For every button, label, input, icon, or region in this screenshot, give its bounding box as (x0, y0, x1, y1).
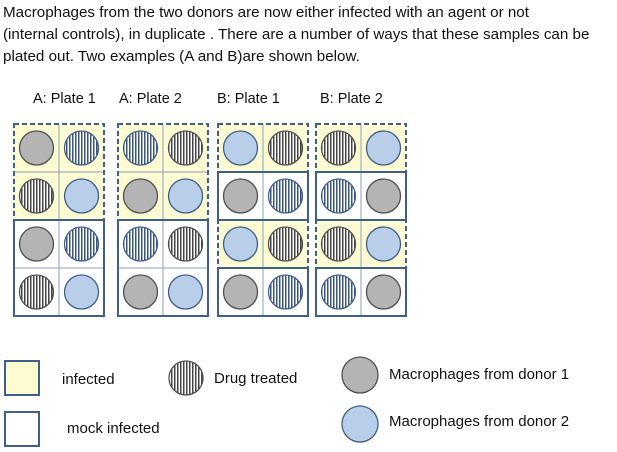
well-gray-striped (267, 226, 304, 262)
well-gray (18, 226, 55, 262)
well-blue (63, 274, 100, 310)
well-blue (63, 178, 100, 214)
plate-label-b1: B: Plate 1 (217, 91, 280, 107)
mock-block-frame (13, 219, 105, 317)
well-blue (222, 130, 259, 166)
intro-line-1: Macrophages from the two donors are now … (3, 4, 529, 21)
infected-block-frame (217, 123, 309, 173)
intro-line-3: plated out. Two examples (A and B)are sh… (3, 48, 360, 65)
legend-infected-label: infected (62, 371, 115, 388)
well-gray-striped (320, 226, 357, 262)
well-gray (122, 274, 159, 310)
plate-3 (217, 123, 309, 317)
well-gray (222, 178, 259, 214)
legend-donor2-circle (341, 405, 379, 443)
mock-block-frame (315, 267, 407, 317)
well-blue-striped (267, 178, 304, 214)
plate-2 (117, 123, 209, 317)
legend-mock-swatch (4, 411, 40, 447)
legend-donor2-label: Macrophages from donor 2 (389, 413, 570, 430)
well-blue (365, 226, 402, 262)
well-blue-striped (122, 130, 159, 166)
well-blue (167, 274, 204, 310)
infected-block-frame (117, 123, 209, 221)
well-blue (365, 130, 402, 166)
plate-label-a2: A: Plate 2 (119, 91, 182, 107)
well-gray (365, 274, 402, 310)
legend-infected-swatch (4, 360, 40, 396)
intro-text: Macrophages from the two donors are now … (3, 2, 615, 68)
well-gray-striped (18, 178, 55, 214)
well-gray (222, 274, 259, 310)
legend-donor1-label: Macrophages from donor 1 (389, 366, 570, 383)
well-blue-striped (63, 130, 100, 166)
mock-block-frame (117, 219, 209, 317)
well-gray (122, 178, 159, 214)
legend-mock-label: mock infected (67, 420, 160, 437)
plate-4 (315, 123, 407, 317)
well-gray-striped (18, 274, 55, 310)
infected-block-frame (315, 123, 407, 173)
plate-label-b2: B: Plate 2 (320, 91, 383, 107)
well-blue-striped (122, 226, 159, 262)
well-blue (222, 226, 259, 262)
well-gray (365, 178, 402, 214)
infected-block-frame (13, 123, 105, 221)
well-blue (167, 178, 204, 214)
infected-block-frame (217, 219, 309, 269)
legend-drug-label: Drug treated (214, 370, 298, 387)
well-gray-striped (167, 130, 204, 166)
well-blue-striped (267, 274, 304, 310)
well-gray-striped (167, 226, 204, 262)
plate-1 (13, 123, 105, 317)
well-blue-striped (63, 226, 100, 262)
mock-block-frame (217, 267, 309, 317)
intro-line-2: (internal controls), in duplicate . Ther… (3, 26, 590, 43)
infected-block-frame (315, 219, 407, 269)
well-gray-striped (320, 130, 357, 166)
legend-drug-circle (168, 360, 204, 396)
plate-label-a1: A: Plate 1 (33, 91, 96, 107)
legend-donor1-circle (341, 356, 379, 394)
well-blue-striped (320, 178, 357, 214)
well-gray (18, 130, 55, 166)
well-blue-striped (320, 274, 357, 310)
well-gray-striped (267, 130, 304, 166)
